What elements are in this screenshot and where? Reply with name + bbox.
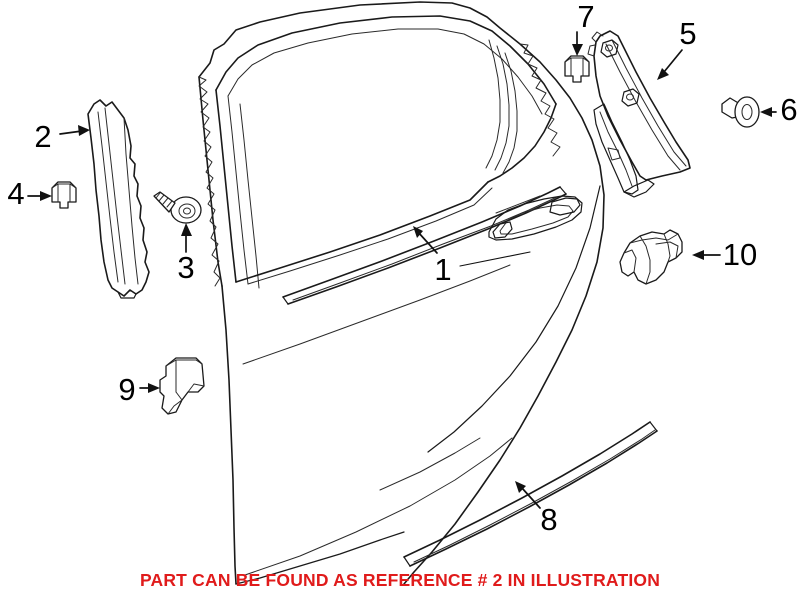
callout-label-2: 2 (34, 119, 51, 154)
exterior-door-handle (488, 195, 583, 241)
retainer-clip-part-7 (564, 55, 590, 83)
callout-8-leader (515, 481, 541, 509)
callout-6-leader (760, 107, 777, 117)
molding-bracket-clip-part-9 (159, 357, 205, 415)
rear-corner-applique-part-5 (587, 30, 691, 198)
callout-label-6: 6 (780, 92, 797, 127)
door-window-frame (198, 15, 561, 289)
callout-10-leader (692, 250, 721, 260)
callout-label-4: 4 (7, 176, 24, 211)
rocker-molding-part-8 (403, 421, 658, 567)
callout-label-1: 1 (434, 252, 451, 287)
callout-7-leader (572, 31, 583, 56)
callout-1-leader (413, 226, 531, 267)
callout-9-leader (139, 383, 160, 393)
door-skin-character-lines (242, 185, 601, 576)
callout-label-5: 5 (679, 16, 696, 51)
callout-label-3: 3 (177, 250, 194, 285)
callout-5-leader (657, 49, 683, 80)
b-pillar-applique-part-2 (87, 99, 150, 299)
push-pin-rivet-part-6 (721, 96, 760, 128)
callout-2-leader (59, 125, 90, 136)
callout-3-leader (181, 223, 192, 253)
molding-retainer-clip-part-10 (619, 229, 683, 285)
retainer-clip-part-4 (51, 181, 77, 209)
callout-label-9: 9 (118, 372, 135, 407)
belt-line-molding-part-1 (282, 186, 567, 305)
callout-4-leader (27, 191, 52, 201)
reference-note: PART CAN BE FOUND AS REFERENCE # 2 IN IL… (139, 570, 661, 590)
callout-label-8: 8 (540, 502, 557, 537)
callout-label-7: 7 (577, 0, 594, 34)
mounting-screw-part-3 (153, 191, 202, 224)
callout-label-10: 10 (723, 237, 757, 272)
